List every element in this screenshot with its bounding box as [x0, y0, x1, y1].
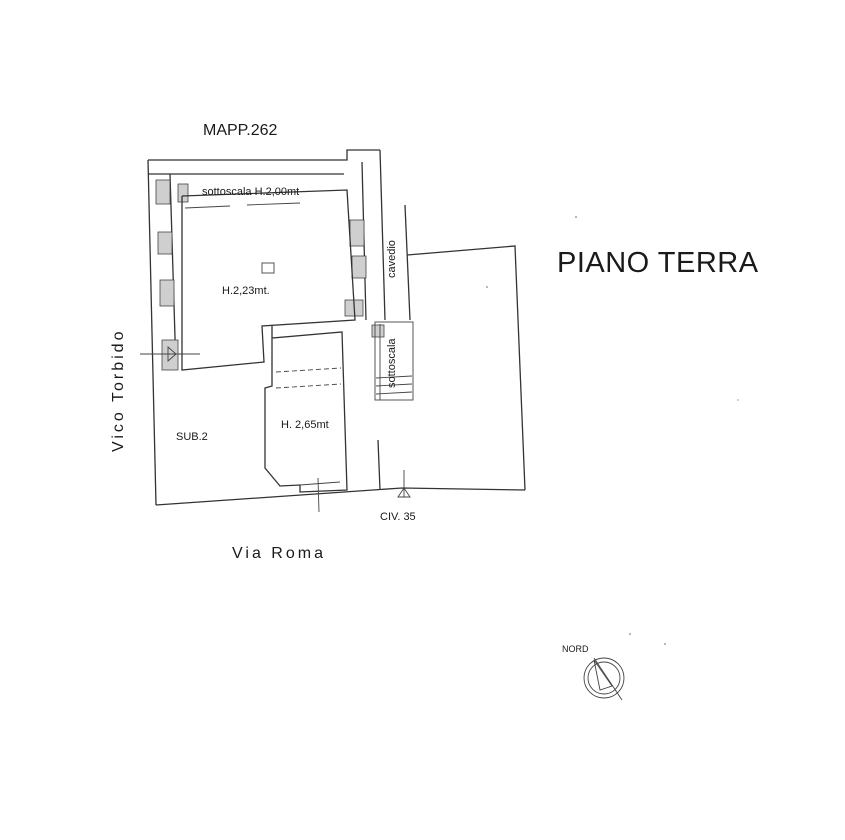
north-label: NORD — [562, 644, 589, 654]
front-room-height-label: H. 2,65mt — [281, 419, 329, 431]
plan-title: PIANO TERRA — [557, 247, 759, 279]
sottoscala-top-label: sottoscala H.2,00mt — [202, 186, 299, 198]
front-room — [264, 325, 348, 513]
outer-walls — [147, 149, 526, 506]
scan-specks — [486, 216, 739, 645]
mapp-label: MAPP.262 — [203, 122, 278, 139]
main-room — [181, 189, 356, 371]
inner-walls — [140, 346, 411, 498]
cavedio-label: cavedio — [386, 240, 398, 278]
main-room-height-label: H.2,23mt. — [222, 285, 270, 297]
wall-hatching — [155, 179, 385, 371]
street-via-roma: Via Roma — [232, 545, 326, 562]
north-arrow: NORD — [562, 644, 625, 701]
sub-label: SUB.2 — [176, 431, 208, 443]
civ-label: CIV. 35 — [380, 511, 416, 523]
sottoscala-side-label: sottoscala — [386, 338, 398, 388]
street-vico-torbido: Vico Torbido — [110, 329, 127, 452]
side-stair — [374, 321, 414, 401]
